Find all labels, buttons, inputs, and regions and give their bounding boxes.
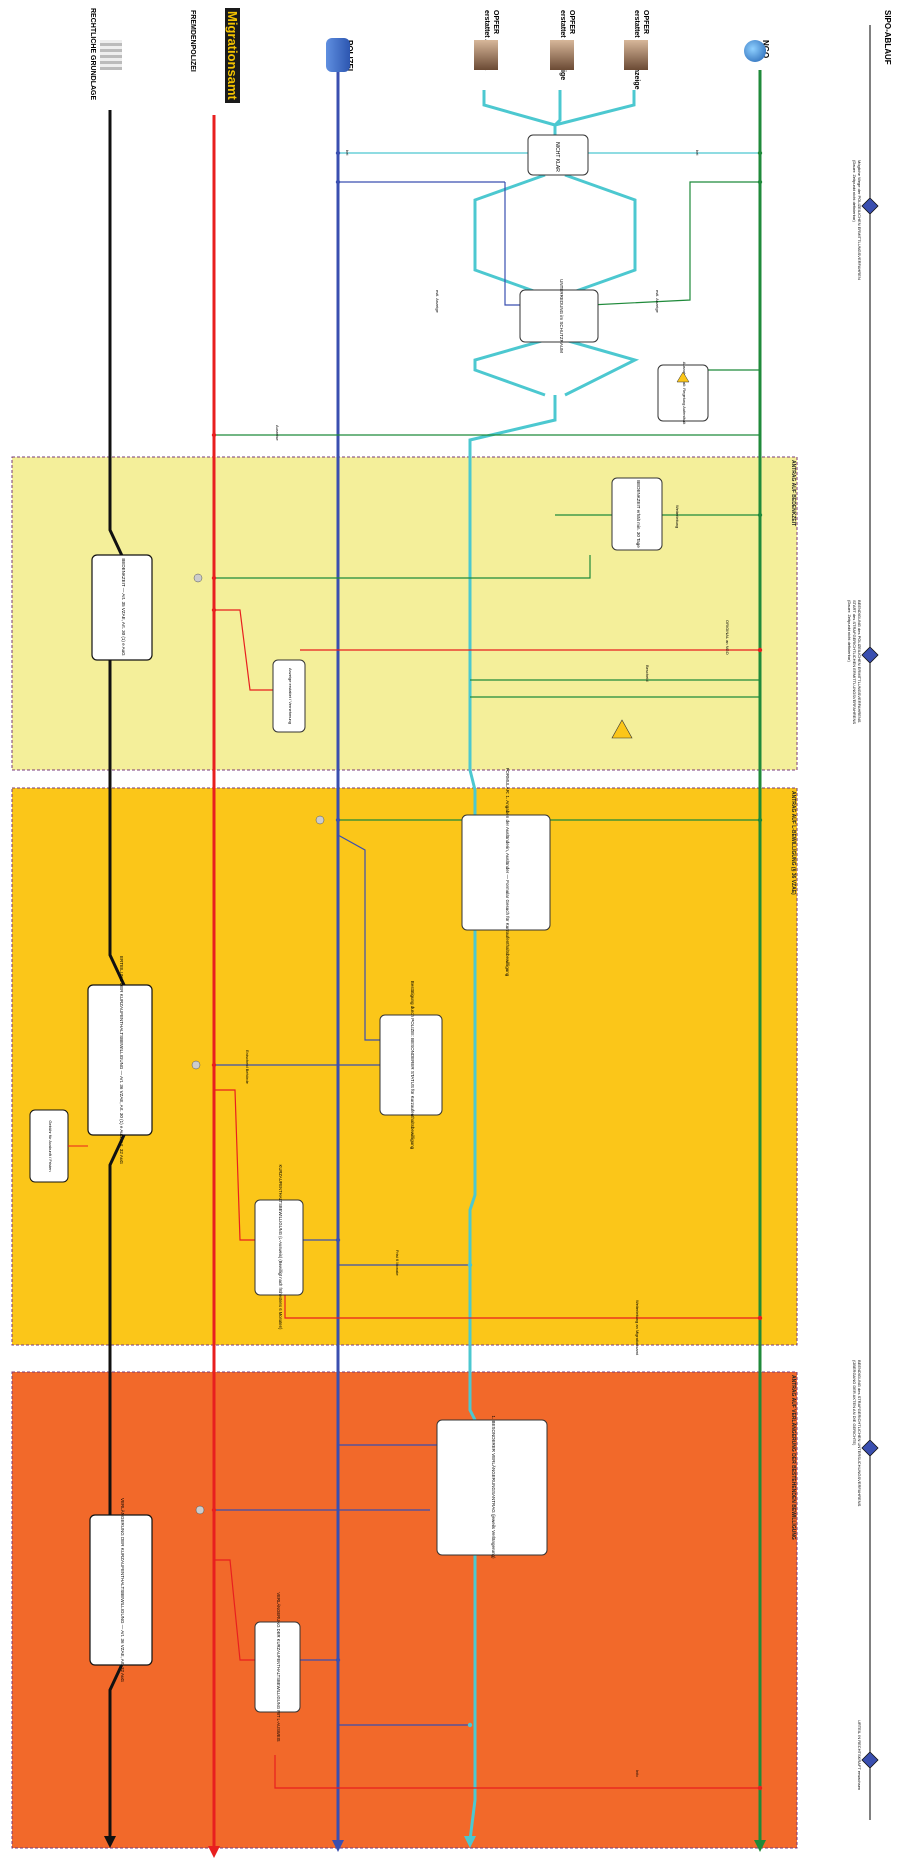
lane-label-fremdenpolizei: FREMDENPOLIZEI [189,10,196,72]
box-verlaengerung-form-label: 1. BESONDERER VERLÄNGERUNGSANTRAG (jewei… [491,1415,497,1559]
ngo-globe-icon [744,40,766,62]
box-bedenkzeit[interactable]: BEDENKZEIT erhält min. 30 Tage [611,477,663,551]
box-l-bewilligung-label: KURZAUFENTHALTSBEWILLIGUNG (L-Ausweis) (… [278,1165,283,1331]
law-box-2b-label: Gebühr für Auskunft / Fristen [48,1120,53,1171]
note-tel-1: evtl. Anzeige [435,290,440,313]
box-anzeige-label: Anzeige erstattet / Vernehmung [288,668,293,724]
stage4-label: URTEIL IN RECHTSKRAFT erwachsen [857,1720,862,1791]
box-l-bewilligung[interactable]: KURZAUFENTHALTSBEWILLIGUNG (L-Ausweis) (… [254,1165,304,1331]
stage3-title: BEENDIGUNG des STRAFGERICHTLICHEN UNTERS… [857,1360,862,1507]
phase-verlaengerung [11,1371,798,1849]
box-verlaengerung-bew[interactable]: VERLÄNGERUNG DER KURZAUFENTHALTSBEWILLIG… [254,1592,301,1742]
note-bei-1: bei [345,150,350,156]
stage2-label: BEENDIGUNG des POLIZEILICHEN ERMITTLUNGS… [847,600,862,724]
stage1-title: Mögliche Wege der POLIZEILICHEN ERMITTLU… [857,160,862,280]
box-anzeige[interactable]: Anzeige erstattet / Vernehmung [272,659,306,733]
lane-polizei-arrow [332,1840,344,1852]
lane-opfer-arrow [464,1836,476,1848]
phase-title-1: ANTRAG AUF BEDENKZEIT [790,460,796,527]
warning-icon-1 [676,371,690,383]
police-car-icon [326,38,350,72]
box-unterredung[interactable]: UNTERREDUNG im SCHUTZRAUM [519,279,599,353]
box-bestaetigung-label: Bestätigung durch POLIZEI: BESONDERER ST… [410,981,415,1150]
phase-title-3: ANTRAG AUF VERLÄNGERUNG DER BESTEHENDEN … [790,1375,796,1540]
stage2-sub: START des STRAFGERICHTLICHEN ERMITTLUNGS… [852,600,857,725]
phase-title-2: ANTRAG AUF L-BEWILLIGUNG (§ 36 VZAE) [790,791,796,895]
connector-dots [211,150,763,1791]
note-tel-2: evtl. Anzeige [655,290,660,313]
box-warn-first[interactable]: Ausnahmefall: Regelung Aufenthalt [657,362,709,425]
note-bei-2: bei [695,150,700,156]
box-bestaetigung[interactable]: Bestätigung durch POLIZEI: BESONDERER ST… [379,981,443,1150]
box-formular[interactable]: FORMULAR: 1. Angaben der Ausländerin, Au… [461,768,551,977]
warning-icon-2 [611,719,633,739]
box-warn-label: Ausnahmefall: Regelung Aufenthalt [682,362,687,425]
victim-photo-icon-3 [474,40,498,70]
note-info-2: Info [635,1770,640,1777]
law-box-2b[interactable]: Gebühr für Auskunft / Fristen [29,1109,69,1183]
note-original: ORIGINAL an NGO [725,620,730,655]
box-unterredung-label: UNTERREDUNG im SCHUTZRAUM [559,279,564,353]
victim-photo-icon-1 [624,40,648,70]
lane-label-recht: RECHTLICHE GRUNDLAGE [89,8,96,101]
law-box-1[interactable]: BEDENKZEIT — Art. 35 VZAE, Art. 30 (1) e… [91,554,153,661]
migrationsamt-logo: Migrationsamt [225,8,240,103]
note-info: Weiterleitung an Migrationsamt [635,1300,640,1356]
lane-ngo-arrow [754,1840,766,1852]
stage1-label: Mögliche Wege der POLIZEILICHEN ERMITTLU… [852,160,862,280]
law-book-icon [100,40,122,70]
header-title: SIPO-ABLAUF [883,10,892,65]
law-box-1-label: BEDENKZEIT — Art. 35 VZAE, Art. 30 (1) e… [121,558,126,656]
note-frist: Frist 6 Monate [395,1250,400,1276]
box-bedenkzeit-label: BEDENKZEIT erhält min. 30 Tage [636,480,641,548]
note-weiterleitung: Weiterleitung [675,505,680,529]
law-box-3-label: VERLÄNGERUNG DER KURZAUFENTHALTSBEWILLIG… [120,1498,126,1682]
box-verlaengerung-form[interactable]: 1. BESONDERER VERLÄNGERUNGSANTRAG (jewei… [436,1415,548,1559]
law-box-2-label: ERTEILUNG DER KURZAUFENTHALTSBEWILLIGUNG… [119,956,124,1164]
box-nicht-klar-label: NICHT KLAR [554,142,560,172]
note-entscheid: Entscheid Behörde [245,1050,250,1084]
law-box-2[interactable]: ERTEILUNG DER KURZAUFENTHALTSBEWILLIGUNG… [87,956,153,1164]
lane-recht-arrow [104,1836,116,1848]
stage2-title: BEENDIGUNG des POLIZEILICHEN ERMITTLUNGS… [857,600,862,723]
lane-fremdenpolizei-arrow [208,1846,220,1858]
stage3-label: BEENDIGUNG des STRAFGERICHTLICHEN UNTERS… [852,1360,862,1506]
law-box-3[interactable]: VERLÄNGERUNG DER KURZAUFENTHALTSBEWILLIG… [89,1498,153,1682]
box-formular-label: FORMULAR: 1. Angaben der Ausländerin, Au… [505,768,510,977]
person-marker-1 [191,573,325,1515]
box-nicht-klar[interactable]: NICHT KLAR [527,134,589,176]
timeline-marker-1 [861,197,879,215]
timeline-marker-2 [861,646,879,664]
note-ausreise: Ausreise [275,425,280,441]
victim-photo-icon-2 [550,40,574,70]
timeline-marker-3 [861,1439,879,1457]
note-bescheid: Bescheid [645,665,650,682]
timeline-marker-4 [861,1751,879,1769]
connector-lines [214,152,760,1789]
box-verlaengerung-bew-label: VERLÄNGERUNG DER KURZAUFENTHALTSBEWILLIG… [276,1592,281,1741]
